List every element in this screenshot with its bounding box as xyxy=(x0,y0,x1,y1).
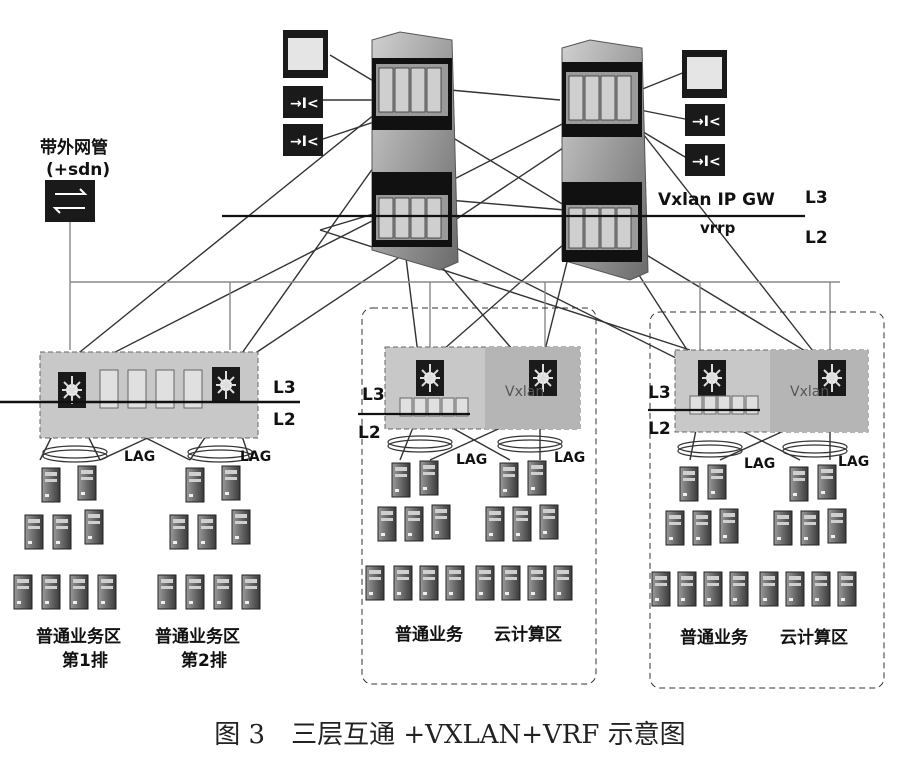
server-rack-zone3 xyxy=(365,460,465,601)
zone1-label: 普通业务区 xyxy=(36,626,121,647)
vxlan-gw-label: Vxlan IP GW xyxy=(658,190,775,210)
right-l3-label: L3 xyxy=(648,383,671,403)
svg-text:→I<: →I< xyxy=(692,154,721,170)
server-rack-zone6 xyxy=(759,464,857,607)
zone1-row-label: 第1排 xyxy=(62,650,108,671)
lag-label-2: LAG xyxy=(240,449,271,465)
svg-text:→I<: →I< xyxy=(290,96,319,112)
lag-label-1: LAG xyxy=(124,449,155,465)
zone5-label: 普通业务 xyxy=(680,627,749,648)
svg-text:→I<: →I< xyxy=(692,114,721,130)
oob-title-label: 带外网管 xyxy=(40,137,108,158)
edge-devices-right: →I< →I< xyxy=(682,50,727,176)
lag-ellipses xyxy=(42,435,848,463)
left-l2-label: L2 xyxy=(273,410,296,430)
zone3-label: 普通业务 xyxy=(395,624,464,645)
lag-label-4: LAG xyxy=(554,450,585,466)
zone2-row-label: 第2排 xyxy=(181,650,227,671)
edge-devices-left: →I< →I< xyxy=(283,30,328,156)
lag-label-3: LAG xyxy=(456,452,487,468)
zone6-label: 云计算区 xyxy=(780,627,848,648)
right-vxlan-label: Vxlan xyxy=(790,384,829,400)
oob-switch xyxy=(45,180,95,222)
oob-sub-label: (+sdn) xyxy=(46,160,110,180)
zone2-label: 普通业务区 xyxy=(155,626,240,647)
server-rack-zone4 xyxy=(475,460,573,601)
leaf-group-left xyxy=(0,351,300,439)
core-switch-right xyxy=(561,39,649,281)
lag-label-6: LAG xyxy=(838,454,869,470)
mid-vxlan-label: Vxlan xyxy=(505,384,544,400)
server-rack-zone2 xyxy=(157,465,261,610)
lag-label-5: LAG xyxy=(744,456,775,472)
left-l3-label: L3 xyxy=(273,378,296,398)
figure-caption: 图 3 三层互通 +VXLAN+VRF 示意图 xyxy=(214,720,686,750)
mid-l3-label: L3 xyxy=(362,385,385,405)
mid-l2-label: L2 xyxy=(358,423,381,443)
core-l2-label: L2 xyxy=(805,228,828,248)
core-l3-label: L3 xyxy=(805,188,828,208)
server-rack-zone5 xyxy=(651,464,749,607)
core-switch-left xyxy=(371,31,459,271)
leaf-group-middle xyxy=(358,307,597,685)
svg-text:→I<: →I< xyxy=(290,134,319,150)
server-rack-zone1 xyxy=(13,465,117,610)
zone4-label: 云计算区 xyxy=(494,624,562,645)
leaf-group-right xyxy=(648,311,885,689)
vrrp-label: vrrp xyxy=(700,219,736,237)
right-l2-label: L2 xyxy=(648,419,671,439)
